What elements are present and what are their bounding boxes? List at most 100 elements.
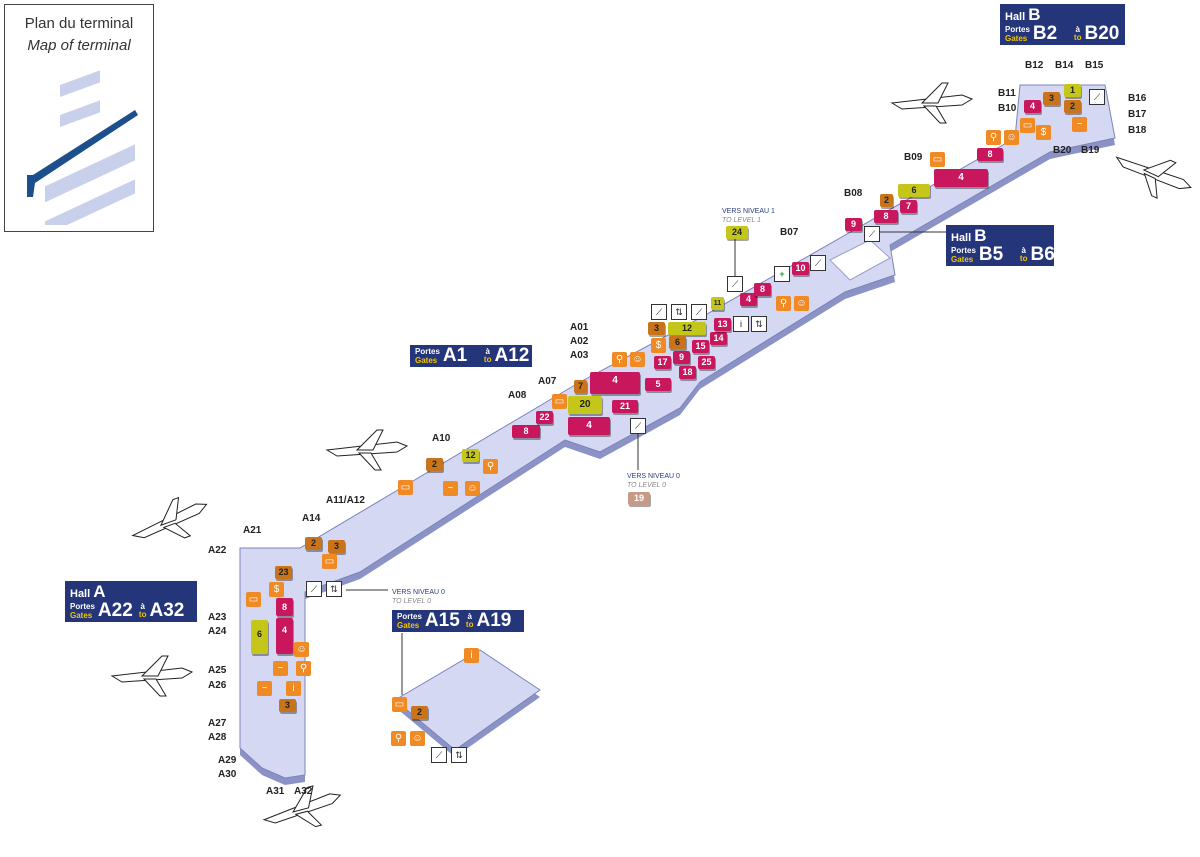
- escalator-icon[interactable]: ⟋: [691, 304, 707, 320]
- shop-marker[interactable]: 2: [411, 706, 428, 719]
- escalator-icon[interactable]: ⟋: [727, 276, 743, 292]
- elevator-icon[interactable]: ⇅: [451, 747, 467, 763]
- shop-marker[interactable]: 4: [1024, 100, 1041, 113]
- shop-marker[interactable]: 12: [462, 449, 479, 462]
- gate-label[interactable]: A25: [208, 665, 227, 676]
- gate-label[interactable]: B16: [1128, 93, 1147, 104]
- gate-label[interactable]: A29: [218, 755, 237, 766]
- shop-marker[interactable]: 8: [977, 148, 1003, 161]
- gate-label[interactable]: B09: [904, 152, 923, 163]
- escalator-icon[interactable]: ⟋: [1089, 89, 1105, 105]
- gate-label[interactable]: A31: [266, 786, 285, 797]
- shop-marker[interactable]: 20: [568, 396, 602, 414]
- gate-label[interactable]: A01: [570, 322, 589, 333]
- lounge-icon[interactable]: ▭: [930, 152, 945, 167]
- shop-marker[interactable]: 12: [668, 322, 706, 335]
- shop-marker[interactable]: 4: [568, 417, 610, 435]
- elevator-icon[interactable]: ⇅: [671, 304, 687, 320]
- toilets-icon[interactable]: ⚲: [776, 296, 791, 311]
- shop-marker[interactable]: 7: [574, 380, 587, 393]
- toilets-icon[interactable]: ⚲: [391, 731, 406, 746]
- gate-label[interactable]: B18: [1128, 125, 1147, 136]
- shop-marker[interactable]: 3: [648, 322, 665, 335]
- gate-label[interactable]: A28: [208, 732, 227, 743]
- shop-marker[interactable]: 15: [692, 340, 709, 353]
- shop-marker[interactable]: 5: [645, 378, 671, 391]
- gate-label[interactable]: A21: [243, 525, 262, 536]
- shop-marker[interactable]: 8: [754, 283, 771, 296]
- shop-marker[interactable]: 8: [276, 598, 293, 616]
- gate-label[interactable]: B15: [1085, 60, 1104, 71]
- gate-label[interactable]: A14: [302, 513, 321, 524]
- lounge-icon[interactable]: ▭: [392, 697, 407, 712]
- currency-exchange-icon[interactable]: $: [269, 582, 284, 597]
- shop-marker[interactable]: 18: [679, 366, 696, 379]
- gate-label[interactable]: A08: [508, 390, 527, 401]
- gate-label[interactable]: A22: [208, 545, 227, 556]
- shop-marker[interactable]: 11: [711, 297, 724, 310]
- gate-label[interactable]: B20: [1053, 145, 1072, 156]
- gate-label[interactable]: B08: [844, 188, 863, 199]
- escalator-icon[interactable]: ⟋: [864, 226, 880, 242]
- shop-marker[interactable]: 4: [590, 372, 640, 394]
- shop-marker[interactable]: 23: [275, 566, 292, 579]
- shop-marker[interactable]: 3: [328, 540, 345, 553]
- shop-marker[interactable]: 13: [714, 318, 731, 331]
- lounge-icon[interactable]: ▭: [398, 480, 413, 495]
- baby-change-icon[interactable]: ☺: [794, 296, 809, 311]
- gate-label[interactable]: A32: [294, 786, 313, 797]
- gate-label[interactable]: B11: [998, 88, 1016, 99]
- smoking-icon[interactable]: ~: [443, 481, 458, 496]
- gate-label[interactable]: B14: [1055, 60, 1074, 71]
- shop-marker[interactable]: 6: [898, 184, 930, 197]
- gate-label[interactable]: A27: [208, 718, 227, 729]
- baby-change-icon[interactable]: ☺: [294, 642, 309, 657]
- lounge-icon[interactable]: ▭: [552, 394, 567, 409]
- toilets-icon[interactable]: ⚲: [296, 661, 311, 676]
- gate-label[interactable]: A03: [570, 350, 589, 361]
- gate-label[interactable]: A02: [570, 336, 589, 347]
- shop-marker[interactable]: 6: [669, 336, 686, 349]
- smoking-icon[interactable]: ~: [273, 661, 288, 676]
- shop-marker[interactable]: 9: [673, 351, 690, 364]
- shop-marker[interactable]: 4: [740, 293, 757, 306]
- shop-marker[interactable]: 14: [710, 332, 727, 345]
- currency-exchange-icon[interactable]: $: [1036, 125, 1051, 140]
- currency-exchange-icon[interactable]: $: [651, 338, 666, 353]
- toilets-icon[interactable]: ⚲: [612, 352, 627, 367]
- escalator-icon[interactable]: ⟋: [810, 255, 826, 271]
- shop-marker[interactable]: 4: [276, 618, 293, 654]
- shop-marker[interactable]: 2: [880, 194, 893, 207]
- lounge-icon[interactable]: ▭: [246, 592, 261, 607]
- shop-marker[interactable]: 1: [1064, 84, 1081, 97]
- toilets-icon[interactable]: ⚲: [483, 459, 498, 474]
- gate-label[interactable]: B07: [780, 227, 799, 238]
- shop-marker[interactable]: 3: [279, 699, 296, 712]
- smoking-icon[interactable]: ~: [257, 681, 272, 696]
- shop-marker[interactable]: 2: [305, 537, 322, 550]
- first-aid-icon[interactable]: +: [774, 266, 790, 282]
- smoking-icon[interactable]: ~: [1072, 117, 1087, 132]
- shop-marker[interactable]: 3: [1043, 92, 1060, 105]
- shop-marker[interactable]: 25: [698, 356, 715, 369]
- baby-change-icon[interactable]: ☺: [630, 352, 645, 367]
- shop-marker[interactable]: 2: [1064, 100, 1081, 113]
- gate-label[interactable]: A26: [208, 680, 227, 691]
- gate-label[interactable]: A30: [218, 769, 237, 780]
- gate-label[interactable]: B12: [1025, 60, 1044, 71]
- shop-marker[interactable]: 21: [612, 400, 638, 413]
- shop-marker[interactable]: 10: [792, 262, 809, 275]
- shop-marker[interactable]: 22: [536, 411, 553, 424]
- gate-label[interactable]: A10: [432, 433, 451, 444]
- baby-change-icon[interactable]: ☺: [1004, 130, 1019, 145]
- gate-label[interactable]: A07: [538, 376, 557, 387]
- shop-marker[interactable]: 17: [654, 356, 671, 369]
- shop-marker[interactable]: 4: [934, 169, 988, 187]
- shop-marker[interactable]: 2: [426, 458, 443, 471]
- shop-marker[interactable]: 6: [251, 620, 268, 654]
- toilets-icon[interactable]: ⚲: [986, 130, 1001, 145]
- escalator-icon[interactable]: ⟋: [431, 747, 447, 763]
- shop-marker[interactable]: 8: [874, 210, 898, 223]
- gate-label[interactable]: A23: [208, 612, 227, 623]
- shop-marker[interactable]: 9: [845, 218, 862, 231]
